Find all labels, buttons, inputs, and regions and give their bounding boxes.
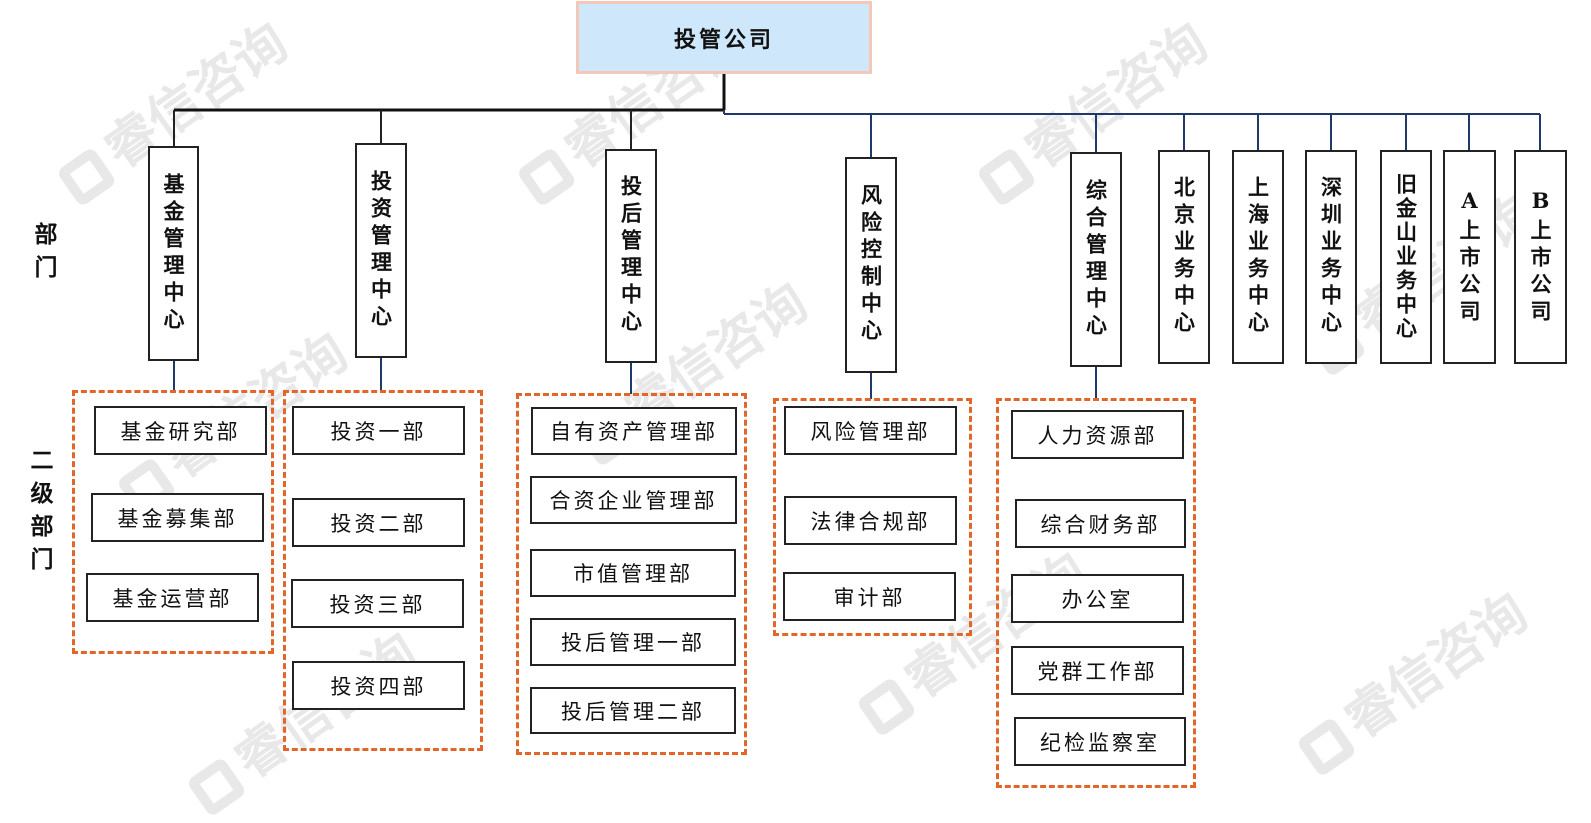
sub-department-label: 党群工作部: [1037, 659, 1158, 684]
connector-lines: [173, 74, 1541, 399]
sub-department-group-general: [996, 398, 1196, 788]
sub-department-label: 投资三部: [329, 592, 426, 617]
department-label: 基金管理中心: [161, 172, 186, 335]
department-label: 综合管理中心: [1083, 178, 1109, 341]
department-box-investment-management: 投资管理中心: [355, 143, 407, 358]
department-box-listed-company-b: B上市公司: [1514, 150, 1567, 364]
sub-department-box: 党群工作部: [1011, 646, 1184, 695]
department-box-listed-company-a: A上市公司: [1443, 150, 1496, 364]
department-label: 旧金山业务中心: [1393, 173, 1419, 341]
sub-department-box: 投后管理二部: [530, 687, 736, 734]
sub-department-label: 投资二部: [330, 511, 427, 536]
sub-department-box: 投后管理一部: [530, 618, 736, 666]
department-label: 投后管理中心: [618, 175, 644, 337]
sub-department-label: 基金运营部: [112, 586, 233, 611]
root-company-box: 投管公司: [576, 1, 872, 74]
sub-department-label: 综合财务部: [1040, 512, 1161, 537]
sub-department-box: 投资二部: [292, 498, 465, 547]
sub-department-box: 风险管理部: [784, 406, 957, 455]
sub-department-group-risk: [773, 398, 972, 636]
sub-department-label: 基金募集部: [117, 506, 238, 531]
sub-department-box: 合资企业管理部: [530, 476, 737, 524]
sub-department-box: 综合财务部: [1015, 499, 1186, 548]
sub-department-label: 投资四部: [330, 674, 427, 699]
sub-department-label: 市值管理部: [573, 562, 693, 586]
sub-department-label: 审计部: [833, 585, 906, 610]
row-label-departments: 部门: [30, 222, 57, 288]
sub-department-label: 风险管理部: [810, 419, 931, 444]
sub-department-box: 投资一部: [292, 406, 465, 455]
sub-department-label: 投资一部: [330, 419, 427, 444]
sub-department-label: 基金研究部: [120, 419, 241, 444]
department-label: 投资管理中心: [368, 169, 394, 332]
department-label: 深圳业务中心: [1318, 176, 1344, 338]
sub-department-box: 审计部: [783, 572, 956, 621]
department-label: B上市公司: [1528, 187, 1553, 327]
department-box-post-investment-management: 投后管理中心: [605, 149, 657, 363]
sub-department-box: 投资三部: [291, 579, 464, 628]
department-label: 北京业务中心: [1171, 176, 1197, 338]
department-label: 上海业务中心: [1245, 176, 1271, 338]
sub-department-label: 法律合规部: [810, 509, 931, 534]
sub-department-box: 基金运营部: [86, 573, 259, 622]
sub-department-label: 投后管理二部: [561, 699, 705, 724]
department-box-shanghai-business: 上海业务中心: [1232, 150, 1284, 364]
department-label: A上市公司: [1457, 187, 1482, 327]
sub-department-label: 自有资产管理部: [550, 420, 718, 444]
department-box-shenzhen-business: 深圳业务中心: [1305, 150, 1357, 364]
row-label-sub-departments: 二级部门: [26, 448, 53, 580]
sub-department-box: 基金研究部: [94, 406, 267, 455]
sub-department-label: 人力资源部: [1037, 423, 1158, 448]
sub-department-box: 法律合规部: [784, 496, 957, 545]
sub-department-label: 合资企业管理部: [549, 489, 718, 513]
sub-department-box: 市值管理部: [530, 549, 736, 597]
sub-department-box: 人力资源部: [1011, 410, 1184, 459]
sub-department-box: 基金募集部: [91, 493, 264, 542]
department-box-general-management: 综合管理中心: [1070, 152, 1122, 367]
department-box-beijing-business: 北京业务中心: [1158, 150, 1210, 364]
sub-department-box: 办公室: [1011, 574, 1184, 623]
department-box-fund-management: 基金管理中心: [148, 146, 199, 361]
sub-department-label: 办公室: [1061, 587, 1134, 612]
root-company-label: 投管公司: [673, 26, 774, 53]
sub-department-group-investment: [283, 390, 483, 751]
sub-department-label: 纪检监察室: [1040, 730, 1160, 755]
department-label: 风险控制中心: [858, 184, 884, 346]
sub-department-box: 投资四部: [292, 661, 465, 710]
sub-department-box: 纪检监察室: [1014, 717, 1186, 766]
department-box-san-francisco-business: 旧金山业务中心: [1380, 150, 1432, 364]
sub-department-group-fund: [72, 390, 274, 654]
sub-department-label: 投后管理一部: [561, 631, 705, 655]
sub-department-box: 自有资产管理部: [531, 407, 737, 455]
sub-department-group-post-investment: [516, 393, 747, 755]
department-box-risk-control: 风险控制中心: [845, 157, 897, 373]
